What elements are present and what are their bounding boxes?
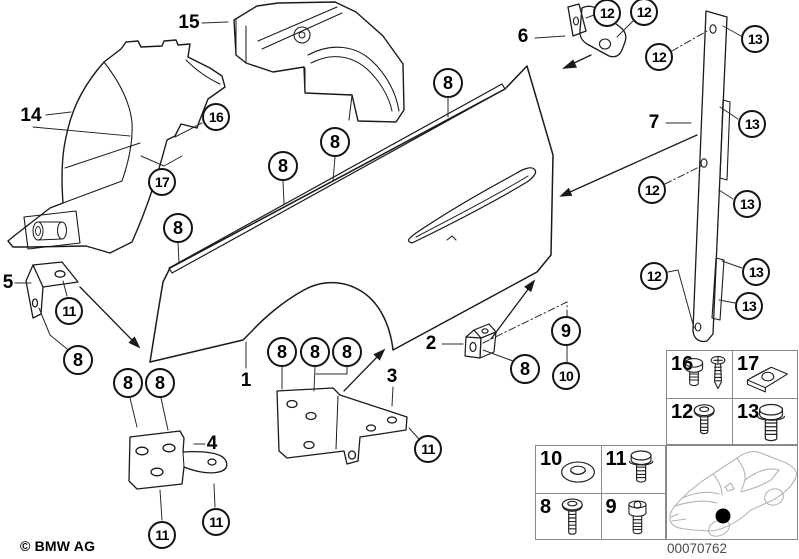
- part-label-3[interactable]: 3: [386, 366, 398, 387]
- part-label-7[interactable]: 7: [648, 112, 660, 133]
- part-label-5[interactable]: 5: [2, 272, 14, 293]
- callout-8[interactable]: 8: [267, 337, 297, 367]
- hex-flange-bolt-icon: [628, 450, 654, 483]
- direction-arrows: [79, 54, 698, 392]
- leader-lines: [14, 14, 743, 521]
- pan-head-screw-icon: [561, 498, 583, 535]
- hex-head-screw-and-tapping-screw-icon: [684, 355, 726, 390]
- legend-number-13: 13: [737, 400, 760, 423]
- socket-head-screw-icon: [628, 499, 647, 534]
- hex-flange-bolt-icon: [757, 403, 785, 441]
- callout-9[interactable]: 9: [551, 316, 581, 346]
- callout-8[interactable]: 8: [300, 337, 330, 367]
- callout-17[interactable]: 17: [148, 168, 176, 196]
- legend-cell-12[interactable]: 12: [667, 397, 732, 445]
- callout-8[interactable]: 8: [113, 368, 143, 398]
- part-5-bracket: [25, 261, 79, 319]
- car-silhouette-icon: [669, 451, 798, 537]
- legend-number-10: 10: [540, 448, 563, 470]
- washer-icon: [560, 461, 595, 483]
- callout-8[interactable]: 8: [320, 127, 350, 157]
- callout-12[interactable]: 12: [638, 176, 666, 204]
- legend-number-9: 9: [605, 495, 617, 518]
- part-3-bracket: [276, 387, 408, 465]
- legend-cell-10[interactable]: 10: [536, 446, 601, 493]
- legend-cell-9[interactable]: 9: [600, 492, 665, 539]
- callout-13[interactable]: 13: [738, 110, 766, 138]
- callout-12[interactable]: 12: [593, 0, 621, 27]
- callout-13[interactable]: 13: [741, 25, 769, 53]
- part-label-15[interactable]: 15: [178, 12, 200, 33]
- front-fender-location-dot: [715, 508, 731, 524]
- car-location-box[interactable]: [666, 445, 798, 540]
- callout-11[interactable]: 11: [414, 435, 442, 463]
- legend-number-17: 17: [737, 353, 760, 375]
- diagram-image-number: 00070762: [666, 541, 728, 556]
- legend-number-16: 16: [671, 353, 694, 375]
- part-4-bracket: [128, 430, 228, 490]
- legend-cell-13[interactable]: 13: [732, 397, 797, 444]
- legend-cell-8[interactable]: 8: [536, 492, 601, 540]
- pan-head-screw-icon: [693, 403, 715, 434]
- callout-12[interactable]: 12: [630, 0, 658, 26]
- callout-12[interactable]: 12: [640, 262, 668, 290]
- callout-8[interactable]: 8: [145, 368, 175, 398]
- copyright-text: © BMW AG: [20, 538, 96, 554]
- callout-11[interactable]: 11: [55, 297, 83, 325]
- part-label-4[interactable]: 4: [206, 433, 218, 454]
- part-14-wheel-arch-liner: [7, 39, 226, 254]
- moulding-strip: [168, 83, 506, 274]
- callout-10[interactable]: 10: [552, 362, 580, 390]
- legend-number-11: 11: [605, 448, 627, 470]
- callout-13[interactable]: 13: [733, 190, 761, 218]
- clip-nut-icon: [746, 366, 788, 393]
- callout-12[interactable]: 12: [645, 43, 673, 71]
- legend-cell-11[interactable]: 11: [600, 446, 666, 493]
- side-marker-indent: [407, 167, 537, 244]
- callout-16[interactable]: 16: [202, 103, 230, 131]
- legend-number-12: 12: [671, 400, 694, 423]
- part-label-1[interactable]: 1: [240, 370, 252, 391]
- callout-11[interactable]: 11: [148, 521, 176, 549]
- legend-hardware-box: 10 11 8: [535, 445, 666, 540]
- legend-number-8: 8: [540, 495, 552, 518]
- legend-cell-17[interactable]: 17: [732, 351, 797, 398]
- callout-13[interactable]: 13: [742, 258, 770, 286]
- callout-13[interactable]: 13: [735, 292, 763, 320]
- callout-8[interactable]: 8: [510, 354, 540, 384]
- callout-8[interactable]: 8: [63, 345, 93, 375]
- legend-cell-16[interactable]: 16: [667, 351, 732, 398]
- callout-11[interactable]: 11: [202, 508, 230, 536]
- callout-8[interactable]: 8: [332, 337, 362, 367]
- part-label-14[interactable]: 14: [20, 105, 42, 126]
- callout-8[interactable]: 8: [163, 213, 193, 243]
- part-label-6[interactable]: 6: [517, 26, 529, 47]
- legend-fasteners-box: 16 17 12: [666, 350, 798, 445]
- part-label-2[interactable]: 2: [425, 333, 437, 354]
- part-15-wheel-arch-liner-rear: [233, 1, 405, 123]
- callout-8[interactable]: 8: [433, 68, 463, 98]
- callout-8[interactable]: 8: [268, 151, 298, 181]
- part-7-rail: [692, 10, 731, 343]
- part-1-side-panel: [149, 65, 554, 363]
